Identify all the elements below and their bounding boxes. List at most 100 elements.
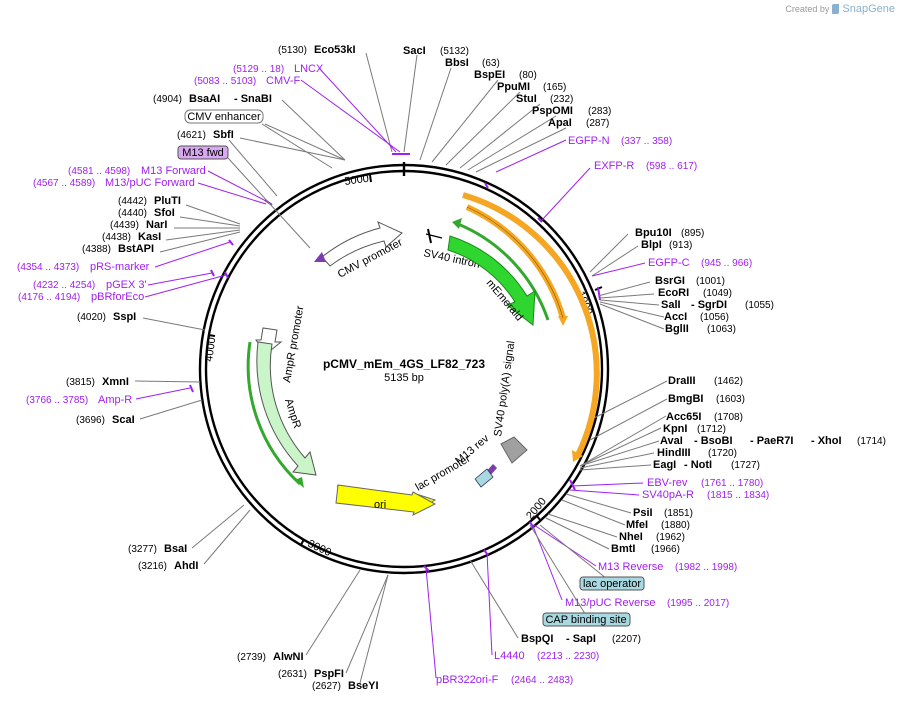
enzyme-bglii: BglII	[665, 323, 689, 335]
primer-amp-r: Amp-R	[98, 394, 132, 406]
primer-leaders	[135, 67, 646, 679]
enzyme-sgrdi: - SgrDI	[691, 299, 727, 311]
enzyme-bspqi-pos: (2207)	[612, 634, 641, 645]
enzyme-pspfi-pos: (2631)	[278, 669, 307, 680]
enzyme-sfoi-pos: (4440)	[118, 208, 147, 219]
primer-exfp-r-pos: (598 .. 617)	[646, 161, 697, 172]
feature-ori-label: ori	[374, 499, 386, 511]
enzyme-labels: (5130) Eco53kI SacI (5132) BbsI (63) Bsp…	[66, 44, 886, 692]
primer-m13-puc-reverse-pos: (1995 .. 2017)	[667, 598, 729, 609]
enzyme-noti: - NotI	[684, 459, 712, 471]
enzyme-bstapi: BstAPI	[118, 243, 154, 255]
feature-ampr: AmpR	[246, 341, 317, 488]
feature-ampr-promoter-label: AmpR promoter	[281, 305, 306, 384]
primer-m13-forward-pos: (4581 .. 4598)	[68, 166, 130, 177]
enzyme-apai: ApaI	[548, 117, 572, 129]
enzyme-eco53ki: Eco53kI	[314, 44, 356, 56]
enzyme-pspomi-pos: (283)	[588, 106, 611, 117]
primer-m13-puc-reverse: M13/pUC Reverse	[565, 597, 655, 609]
feature-lac: M13 rev lac promoter	[414, 432, 497, 494]
box-cap-binding-site: CAP binding site	[542, 612, 631, 627]
enzyme-bbsi: BbsI	[445, 57, 469, 69]
enzyme-eagi-pos: (1727)	[731, 460, 760, 471]
enzyme-bmgbi: BmgBI	[668, 393, 703, 405]
enzyme-eagi: EagI	[653, 459, 676, 471]
primer-m13-puc-forward: M13/pUC Forward	[105, 177, 195, 189]
enzyme-kpni: KpnI	[663, 423, 687, 435]
primer-egfp-c-pos: (945 .. 966)	[701, 258, 752, 269]
box-lac-operator: lac operator	[579, 576, 645, 591]
snapgene-logo-icon	[832, 4, 840, 14]
enzyme-bsai-pos: (3277)	[128, 544, 157, 555]
plasmid-name: pCMV_mEm_4GS_LF82_723	[323, 357, 485, 371]
enzyme-stui: StuI	[516, 93, 537, 105]
primer-egfp-c: EGFP-C	[648, 257, 690, 269]
enzyme-avai: AvaI	[660, 435, 683, 447]
primer-pbr322ori-f: pBR322ori-F	[436, 674, 499, 686]
primer-prs-marker-pos: (4354 .. 4373)	[17, 262, 79, 273]
enzyme-saci-pos: (5132)	[440, 46, 469, 57]
enzyme-kasi: KasI	[138, 231, 161, 243]
enzyme-acci: AccI	[664, 311, 687, 323]
primer-lncx: LNCX	[294, 63, 324, 75]
enzyme-acci-pos: (1056)	[700, 312, 729, 323]
primer-pbrforeco-pos: (4176 .. 4194)	[18, 292, 80, 303]
enzyme-sbfi-pos: (4621)	[177, 130, 206, 141]
feature-ori: ori	[335, 484, 437, 516]
enzyme-bsrgi-pos: (1001)	[696, 276, 725, 287]
primer-sv40pa-r-pos: (1815 .. 1834)	[707, 490, 769, 501]
box-lac-operator-label: lac operator	[583, 578, 641, 590]
enzyme-avai-pos: (1714)	[857, 436, 886, 447]
enzyme-alwni: AlwNI	[273, 651, 304, 663]
enzyme-bspei: BspEI	[474, 69, 505, 81]
enzyme-kpni-pos: (1712)	[697, 424, 726, 435]
enzyme-leaders	[134, 52, 668, 684]
enzyme-xhoi: - XhoI	[811, 435, 842, 447]
enzyme-sspi: SspI	[113, 311, 136, 323]
enzyme-eco53ki-pos: (5130)	[278, 45, 307, 56]
primer-labels: (5129 .. 18) LNCX (5083 .. 5103) CMV-F (…	[17, 63, 769, 686]
enzyme-blpi: BlpI	[641, 239, 662, 251]
enzyme-paer7i: - PaeR7I	[750, 435, 793, 447]
enzyme-xmni: XmnI	[102, 376, 129, 388]
enzyme-bstapi-pos: (4388)	[82, 244, 111, 255]
enzyme-bspei-pos: (80)	[519, 70, 537, 81]
credit-prefix: Created by	[785, 4, 830, 14]
primer-lncx-pos: (5129 .. 18)	[233, 64, 284, 75]
credit-brand: SnapGene	[842, 3, 895, 15]
enzyme-bsai: BsaI	[164, 543, 187, 555]
enzyme-stui-pos: (232)	[550, 94, 573, 105]
tick-4000-label: 4000	[203, 337, 218, 363]
primer-cmv-f: CMV-F	[266, 75, 301, 87]
enzyme-sbfi: SbfI	[213, 129, 234, 141]
enzyme-mfei: MfeI	[626, 519, 648, 531]
enzyme-sali-pos: (1055)	[745, 300, 774, 311]
enzyme-pspomi: PspOMI	[532, 105, 573, 117]
primer-pgex3: pGEX 3'	[106, 279, 147, 291]
primer-ebv-rev-pos: (1761 .. 1780)	[701, 478, 763, 489]
enzyme-apai-pos: (287)	[586, 118, 609, 129]
enzyme-bmti: BmtI	[611, 543, 635, 555]
enzyme-mfei-pos: (1880)	[661, 520, 690, 531]
enzyme-acc65i-pos: (1708)	[714, 412, 743, 423]
enzyme-bseyi-pos: (2627)	[312, 681, 341, 692]
feature-lac-promoter-label: lac promoter	[414, 452, 473, 493]
enzyme-saci: SacI	[403, 45, 426, 57]
primer-m13-forward: M13 Forward	[141, 165, 206, 177]
enzyme-alwni-pos: (2739)	[237, 652, 266, 663]
feature-sv40-polya: SV40 poly(A) signal	[492, 340, 528, 464]
enzyme-ppumi-pos: (165)	[543, 82, 566, 93]
feature-green-arrow	[452, 218, 550, 321]
enzyme-ecori-pos: (1049)	[703, 288, 732, 299]
enzyme-ahdi-pos: (3216)	[138, 561, 167, 572]
enzyme-bmgbi-pos: (1603)	[716, 394, 745, 405]
enzyme-sapi: - SapI	[566, 633, 596, 645]
primer-pbrforeco: pBRforEco	[91, 291, 144, 303]
plasmid-size: 5135 bp	[384, 372, 424, 384]
enzyme-snabi: - SnaBI	[234, 93, 272, 105]
enzyme-pluti: PluTI	[154, 195, 181, 207]
enzyme-hindiii-pos: (1720)	[708, 448, 737, 459]
enzyme-bsrgi: BsrGI	[655, 275, 685, 287]
enzyme-pspfi: PspFI	[314, 668, 344, 680]
